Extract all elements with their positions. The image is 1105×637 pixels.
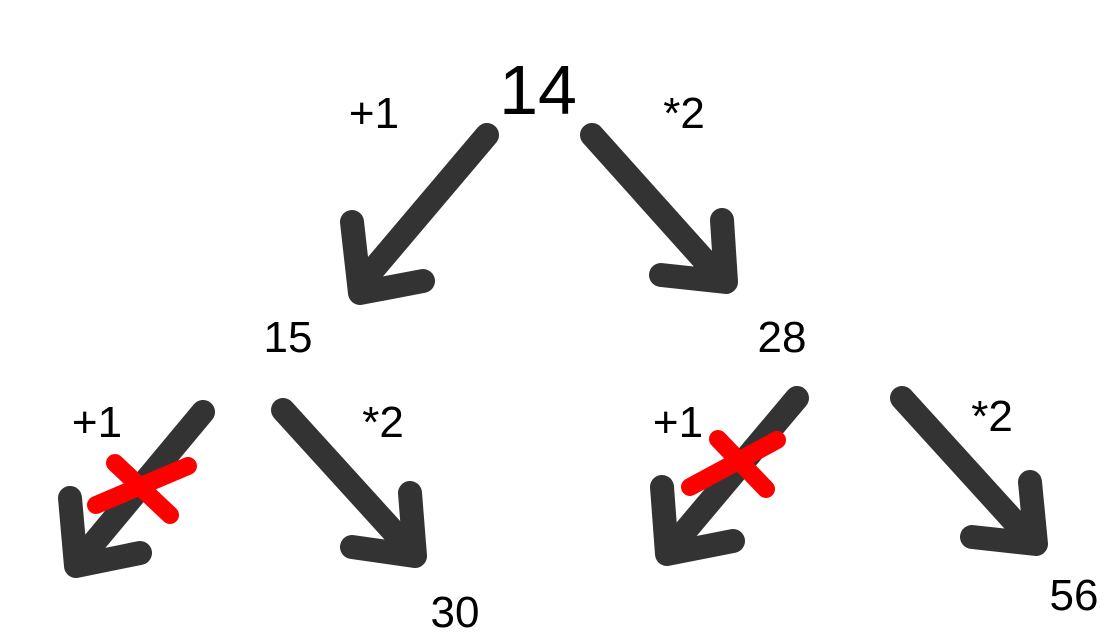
- operation-right-left: +1: [653, 398, 703, 447]
- arrow-right-to-left-child-head: [650, 475, 745, 566]
- node-left-right-child: 30: [431, 588, 480, 637]
- arrow-right-to-right-child-shaft: [890, 386, 1044, 553]
- arrow-root-to-left-head: [340, 210, 435, 305]
- arrow-root-to-right-head: [649, 208, 738, 294]
- operation-root-left: +1: [349, 89, 399, 138]
- rejected-cross-left-stroke-2: [106, 454, 179, 524]
- rejected-cross-left: [87, 454, 197, 524]
- arrow-root-to-left-shaft: [348, 123, 499, 297]
- arrow-left-to-right-child-head: [340, 481, 427, 568]
- rejected-cross-right-stroke-2: [709, 430, 775, 498]
- operation-left-right: *2: [362, 398, 404, 447]
- arrow-right-to-right-child-head: [960, 470, 1048, 556]
- operation-left-left: +1: [72, 398, 122, 447]
- arrow-root-to-left: [340, 123, 499, 305]
- node-left: 15: [264, 313, 313, 362]
- arrow-left-to-right-child-shaft: [271, 398, 425, 565]
- arrow-root-to-right: [580, 123, 738, 294]
- rejected-cross-right: [681, 430, 786, 498]
- arrow-root-to-right-shaft: [580, 123, 734, 292]
- operation-root-right: *2: [663, 89, 705, 138]
- arrow-left-to-right-child: [271, 398, 427, 568]
- node-root: 14: [499, 51, 577, 129]
- arrow-right-to-right-child: [890, 386, 1048, 556]
- operation-right-right: *2: [971, 392, 1013, 441]
- node-right: 28: [758, 313, 807, 362]
- node-right-right-child: 56: [1050, 571, 1099, 620]
- arrow-left-to-left-child-head: [58, 486, 152, 578]
